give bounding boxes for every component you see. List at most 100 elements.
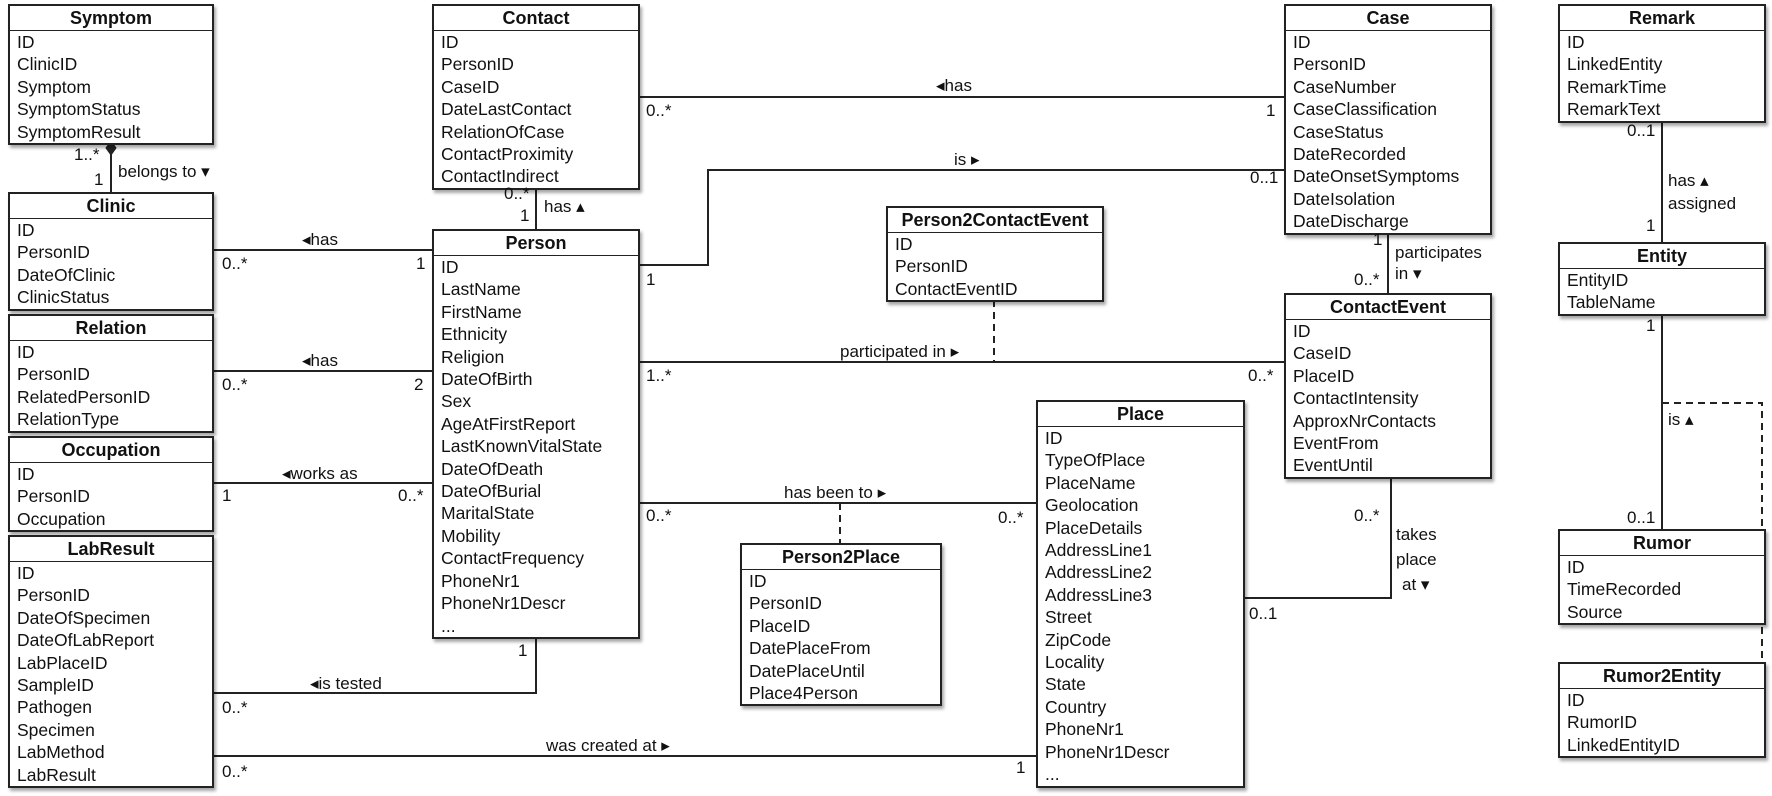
attribute: LinkedEntityID [1567, 734, 1680, 755]
attribute: PlaceID [1293, 365, 1355, 386]
attribute: ID [1293, 321, 1311, 341]
attribute: DateLastContact [441, 99, 572, 120]
relation-label-is-tested: ◂is tested [310, 674, 382, 693]
multiplicity: 0..1 [1250, 168, 1279, 187]
attribute: PlaceID [749, 615, 811, 636]
attribute: ID [895, 234, 913, 254]
entity-title: ContactEvent [1286, 295, 1490, 320]
multiplicity: 1 [416, 254, 426, 273]
entity-title: Case [1286, 6, 1490, 31]
multiplicity: 1 [520, 206, 530, 225]
attribute: ClinicStatus [17, 287, 110, 308]
multiplicity: 0..* [222, 762, 248, 781]
attribute: Source [1567, 601, 1623, 622]
relation-label-works-as: ◂works as [282, 464, 358, 483]
entity-person2contactevent: Person2ContactEvent ID PersonID ContactE… [886, 206, 1104, 303]
attribute: PersonID [17, 242, 90, 263]
relation-label-participates: participates [1395, 243, 1482, 262]
attribute: RemarkText [1567, 99, 1661, 120]
relation-label-case-has: ◂has [936, 76, 972, 95]
relation-label-takes: takes [1396, 525, 1437, 544]
attribute: DateOfClinic [17, 264, 116, 285]
multiplicity: 0..* [222, 254, 248, 273]
attribute: AddressLine1 [1045, 540, 1153, 561]
attribute: PersonID [17, 486, 90, 507]
attribute: ContactProximity [441, 144, 574, 165]
attribute: TableName [1567, 292, 1656, 313]
multiplicity: 0..1 [1627, 508, 1656, 527]
attribute: AddressLine3 [1045, 584, 1153, 605]
attribute: PersonID [749, 593, 822, 614]
multiplicity: 0..1 [1627, 121, 1656, 140]
attribute: PlaceDetails [1045, 517, 1143, 538]
attribute: SymptomStatus [17, 99, 141, 120]
attribute: Country [1045, 696, 1107, 717]
entity-title: Rumor [1560, 531, 1764, 556]
multiplicity: 0..* [504, 184, 530, 203]
entity-relation: Relation ID PersonID RelatedPersonID Rel… [8, 314, 214, 433]
attribute: LinkedEntity [1567, 54, 1663, 75]
entity-contactevent: ContactEvent ID CaseID PlaceID ContactIn… [1284, 293, 1492, 479]
attribute: CaseID [441, 76, 500, 97]
entity-person: Person ID LastName FirstName Ethnicity R… [432, 229, 640, 639]
attribute: PersonID [17, 364, 90, 385]
attribute: PersonID [441, 54, 514, 75]
entity-title: Clinic [10, 194, 212, 219]
attribute: LabPlaceID [17, 652, 108, 673]
attribute: ID [1045, 428, 1063, 448]
multiplicity: 0..* [998, 508, 1024, 527]
attribute: ID [1567, 557, 1585, 577]
attribute: ApproxNrContacts [1293, 410, 1436, 431]
multiplicity: 1 [1016, 758, 1026, 777]
multiplicity: 0..* [1354, 270, 1380, 289]
attribute: EntityID [1567, 270, 1629, 290]
relation-label-has-been-to: has been to ▸ [784, 483, 887, 502]
multiplicity: 1 [646, 270, 656, 289]
relation-label-is: is ▸ [954, 150, 980, 169]
relation-label-at: at ▾ [1402, 575, 1430, 594]
attribute: SampleID [17, 675, 94, 696]
attribute: DateDischarge [1293, 211, 1409, 232]
attribute: RelatedPersonID [17, 386, 151, 407]
attribute: CaseStatus [1293, 121, 1384, 142]
attribute: DateOfDeath [441, 458, 544, 479]
multiplicity: 1 [222, 486, 232, 505]
attribute: FirstName [441, 301, 522, 322]
entity-clinic: Clinic ID PersonID DateOfClinic ClinicSt… [8, 192, 214, 311]
multiplicity: 0..* [646, 101, 672, 120]
entity-entity: Entity EntityID TableName [1558, 242, 1766, 316]
attribute: Street [1045, 607, 1092, 628]
multiplicity: 0..* [222, 375, 248, 394]
entity-person2place: Person2Place ID PersonID PlaceID DatePla… [740, 543, 942, 707]
attribute: DateOfBurial [441, 481, 542, 502]
multiplicity: 0..* [1248, 366, 1274, 385]
entity-title: Remark [1560, 6, 1764, 31]
attribute: ID [17, 464, 35, 484]
attribute: RelationOfCase [441, 121, 565, 142]
multiplicity: 1 [1373, 230, 1383, 249]
attribute: ContactFrequency [441, 548, 584, 569]
entity-rumor2entity: Rumor2Entity ID RumorID LinkedEntityID [1558, 662, 1766, 759]
attribute: EventFrom [1293, 433, 1379, 454]
attribute: DatePlaceUntil [749, 660, 865, 681]
multiplicity: 2 [414, 375, 424, 394]
entity-title: Place [1038, 402, 1243, 427]
entity-rumor: Rumor ID TimeRecorded Source [1558, 529, 1766, 626]
entity-title: Entity [1560, 244, 1764, 269]
attribute: ... [441, 615, 456, 636]
attribute: RumorID [1567, 712, 1638, 733]
relation-label-place: place [1396, 550, 1437, 569]
entity-title: Rumor2Entity [1560, 664, 1764, 689]
relation-label-assigned: assigned [1668, 194, 1737, 213]
relation-label-clinic-has: ◂has [302, 230, 338, 249]
entity-symptom: Symptom ID ClinicID Symptom SymptomStatu… [8, 4, 214, 146]
attribute: Specimen [17, 719, 95, 740]
attribute: LabResult [17, 764, 96, 785]
attribute: ID [17, 32, 35, 52]
attribute: Place4Person [749, 683, 858, 704]
entity-remark: Remark ID LinkedEntity RemarkTime Remark… [1558, 4, 1766, 123]
attribute: DateOfBirth [441, 369, 533, 390]
entity-occupation: Occupation ID PersonID Occupation [8, 436, 214, 533]
multiplicity: 0..* [222, 698, 248, 717]
